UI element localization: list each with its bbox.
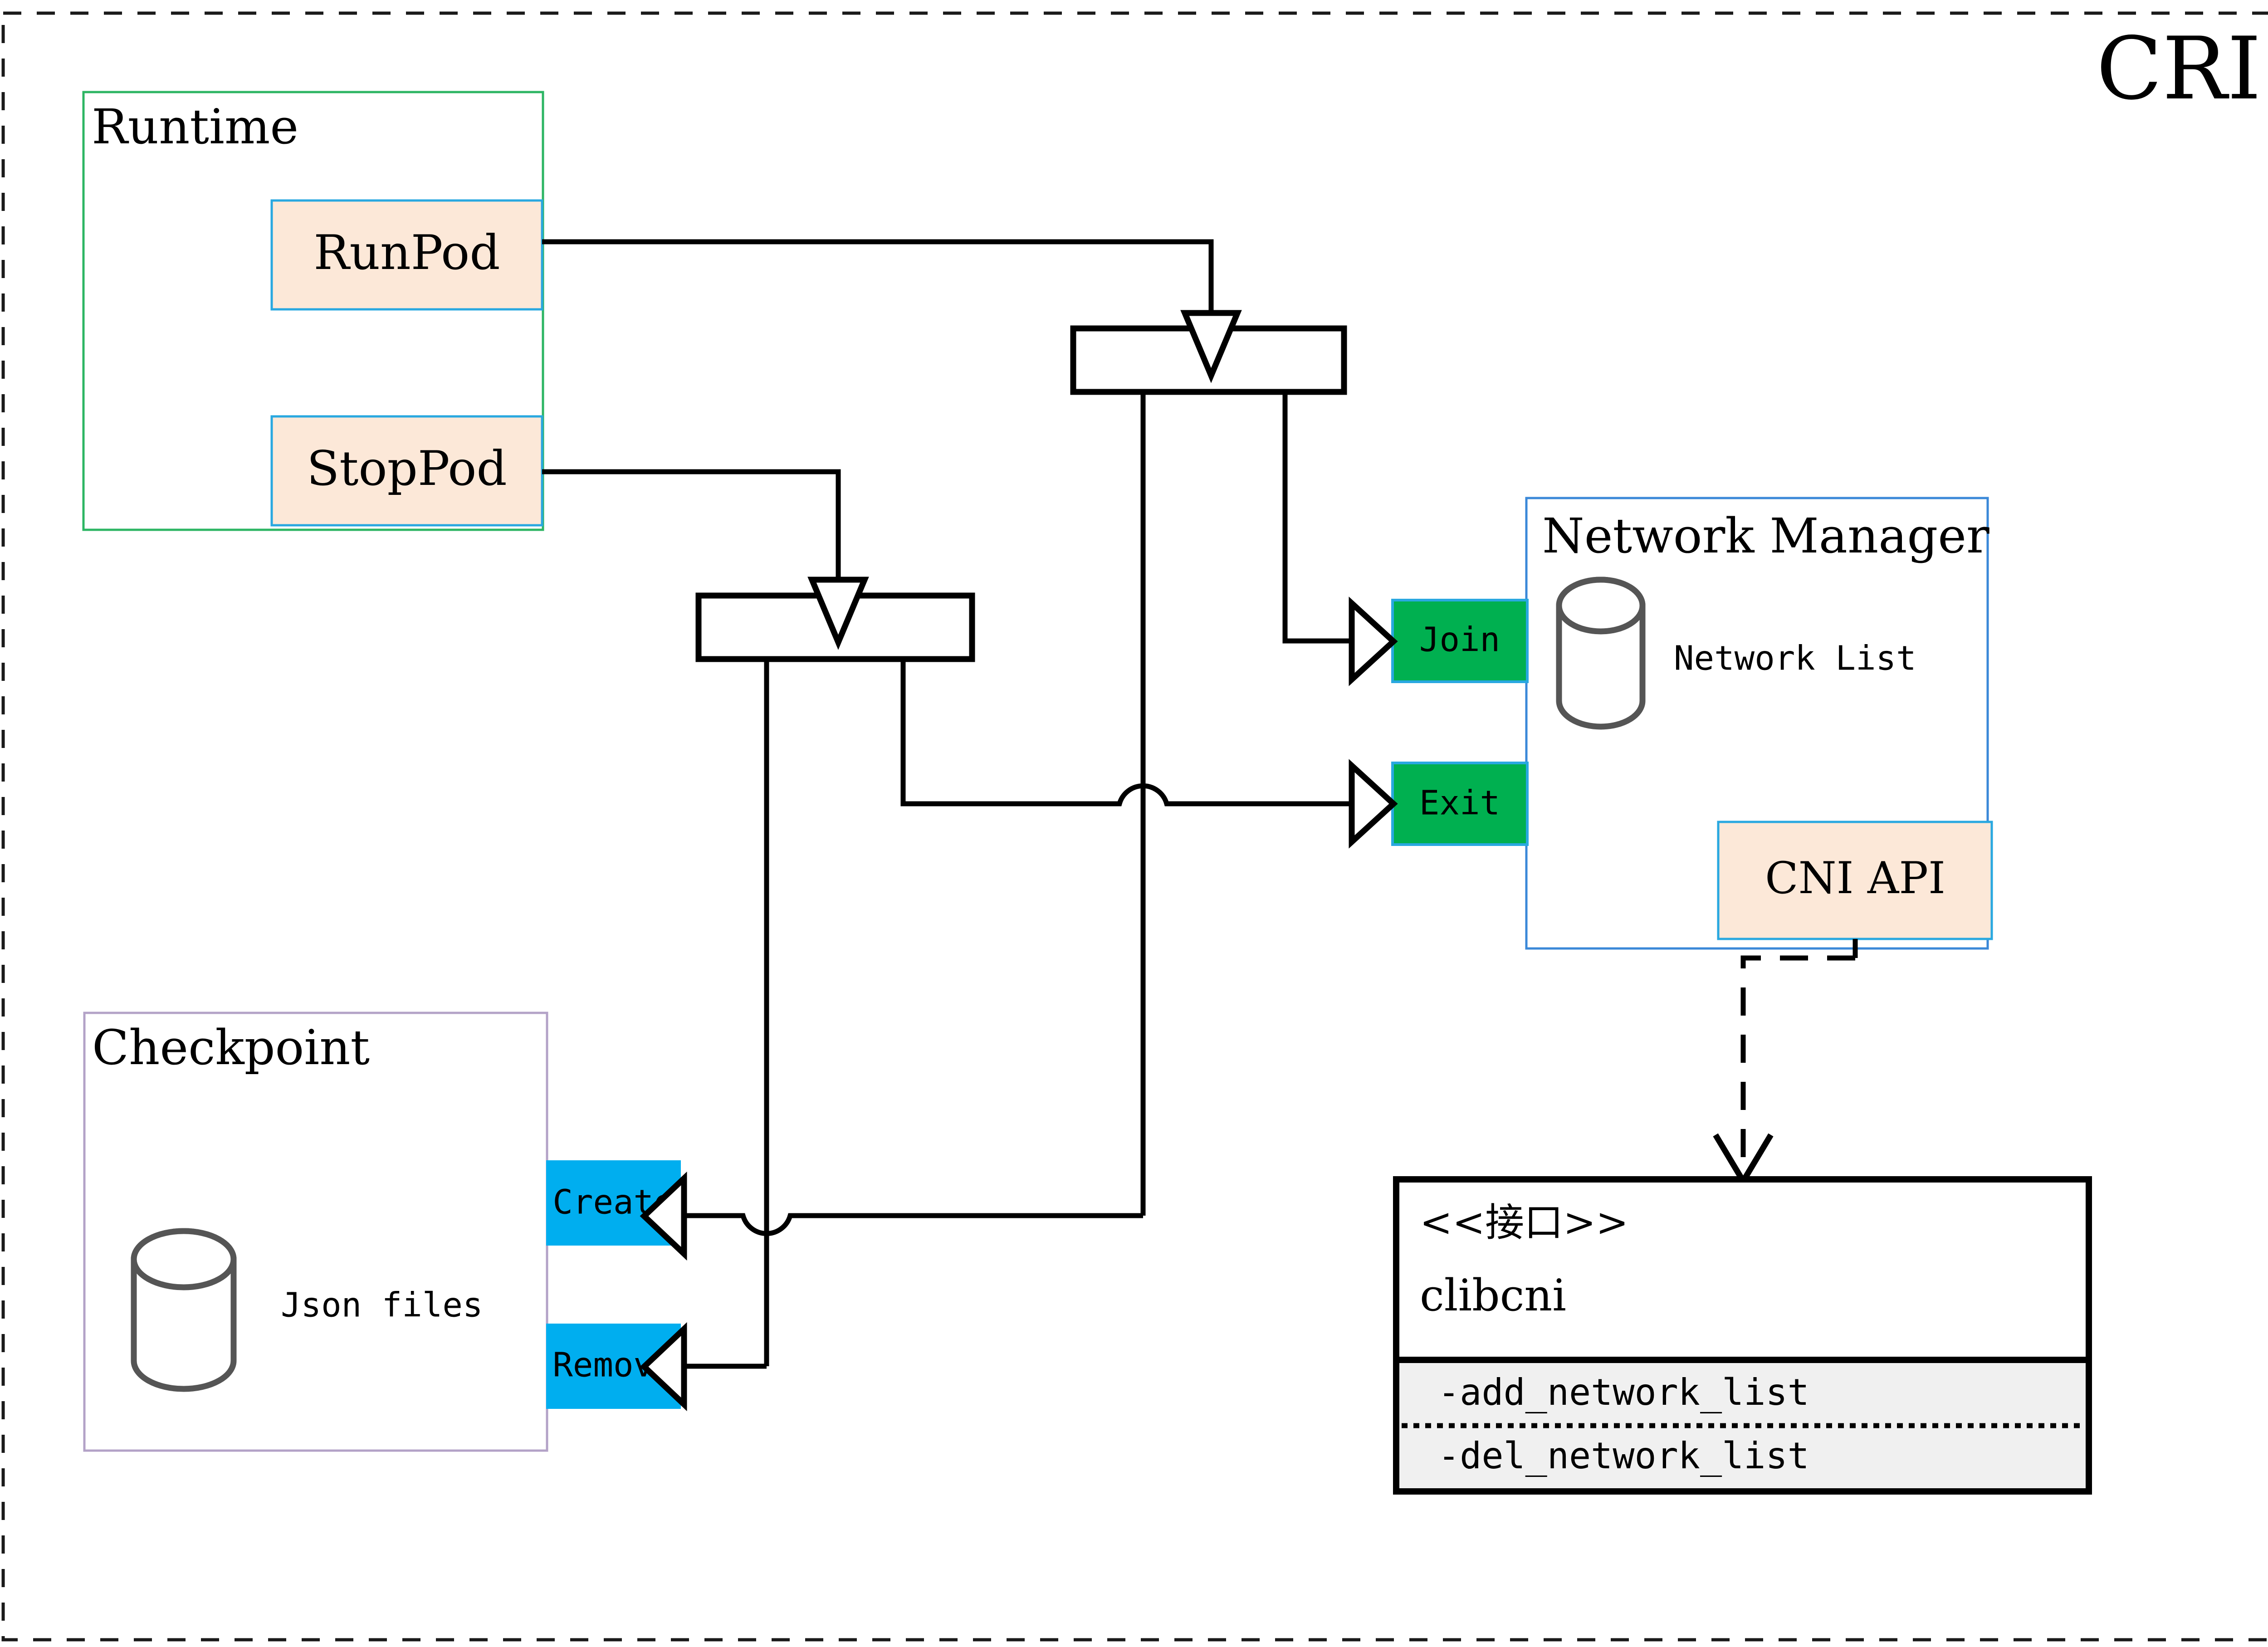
outer-dashed-frame <box>1 11 2268 1642</box>
interface-clibcni[interactable]: <<接口>> clibcni -add_network_list -del_ne… <box>1393 1176 2092 1495</box>
arrowhead-into-join <box>1349 596 1398 686</box>
node-create[interactable]: Create <box>546 1160 681 1246</box>
stop-pod-box[interactable] <box>270 415 543 527</box>
arrowheads <box>640 310 1774 1412</box>
join-label: Join <box>1419 621 1500 660</box>
network-manager-store-label: Network List <box>1674 639 1916 678</box>
exit-box[interactable] <box>1391 762 1529 846</box>
network-manager-group-label: Network Manager <box>1542 508 1989 564</box>
checkpoint-group-label: Checkpoint <box>92 1020 370 1075</box>
edge-to-create <box>686 1213 1143 1236</box>
clibcni-method-0: -add_network_list <box>1438 1371 1809 1413</box>
edge-fork-top-to-join <box>1282 392 1354 644</box>
edge-runpod-to-fork-top <box>542 239 1214 313</box>
run-pod-box[interactable] <box>270 199 543 311</box>
cni-api-label: CNI API <box>1765 853 1945 904</box>
checkpoint-database-cylinder-icon <box>131 1228 237 1392</box>
runtime-group-label: Runtime <box>92 99 298 155</box>
checkpoint-store-label: Json files <box>281 1286 483 1325</box>
clibcni-name-compartment <box>1393 1176 2092 1363</box>
node-join[interactable]: Join <box>1391 599 1529 683</box>
run-pod-label: RunPod <box>313 225 500 280</box>
arrowhead-into-exit <box>1349 759 1398 849</box>
stop-pod-label: StopPod <box>307 441 507 496</box>
arrowhead-into-create <box>640 1171 687 1261</box>
node-exit[interactable]: Exit <box>1391 762 1529 846</box>
arrowhead-into-fork-bottom <box>807 577 869 650</box>
arrowhead-into-remove <box>640 1322 687 1412</box>
edge-stoppod-to-fork-bottom <box>542 469 841 580</box>
node-cni-api[interactable]: CNI API <box>1717 821 1993 940</box>
arrowhead-into-fork-top <box>1180 310 1242 383</box>
page-title: CRI <box>2097 19 2262 119</box>
clibcni-method-1: -del_network_list <box>1438 1435 1809 1477</box>
edge-cni-api-to-clibcni-dashed <box>1740 955 1855 1174</box>
node-stop-pod[interactable]: StopPod <box>270 415 543 527</box>
cni-api-box[interactable] <box>1717 821 1993 940</box>
node-run-pod[interactable]: RunPod <box>270 199 543 311</box>
join-box[interactable] <box>1391 599 1529 683</box>
network-manager-database-cylinder-icon <box>1556 577 1646 730</box>
exit-label: Exit <box>1419 784 1500 823</box>
clibcni-name: clibcni <box>1420 1270 1566 1321</box>
edge-fork-bottom-to-exit <box>900 659 1354 806</box>
clibcni-stereotype: <<接口>> <box>1420 1200 1628 1246</box>
group-checkpoint: Checkpoint Json files <box>83 1012 548 1452</box>
edge-lines <box>542 239 1858 1369</box>
